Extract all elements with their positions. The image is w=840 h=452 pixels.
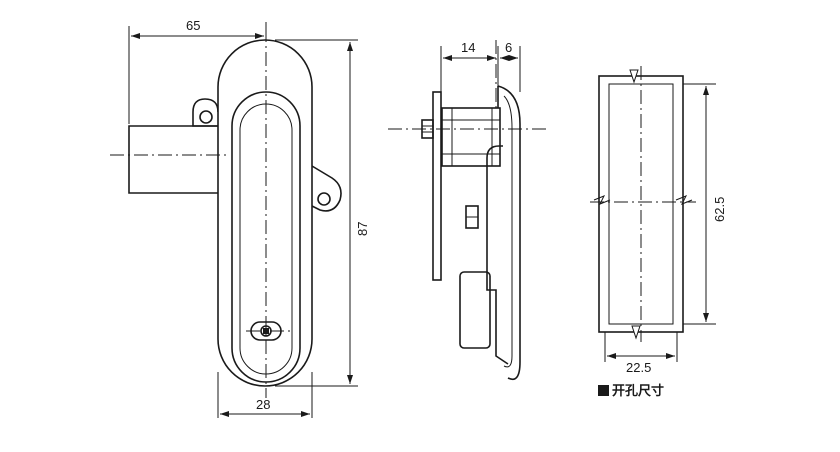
side-view bbox=[388, 40, 550, 381]
dim-handle-width: 28 bbox=[256, 397, 270, 412]
mount-hole-lower bbox=[317, 192, 331, 206]
front-view bbox=[110, 28, 342, 398]
dim-overall-width: 65 bbox=[186, 18, 200, 33]
dim-overall-height: 87 bbox=[355, 222, 370, 236]
dim-cutout-width: 22.5 bbox=[626, 360, 651, 375]
front-dimensions: 65 87 28 bbox=[128, 18, 370, 418]
mount-hole-upper bbox=[199, 110, 213, 124]
cutout-dimensions: 62.5 22.5 bbox=[604, 83, 727, 375]
cutout-caption: 开孔尺寸 bbox=[598, 383, 664, 399]
caption-text: 开孔尺寸 bbox=[612, 383, 664, 399]
panel-plate bbox=[432, 91, 442, 281]
side-dimensions: 14 6 bbox=[440, 40, 521, 92]
dim-side-body: 14 bbox=[461, 40, 475, 55]
cylinder-body bbox=[441, 107, 501, 167]
dim-cutout-height: 62.5 bbox=[712, 197, 727, 222]
square-bullet-icon bbox=[598, 385, 609, 396]
cutout-view bbox=[590, 66, 696, 342]
latch-tongue bbox=[459, 271, 491, 349]
lock-body-outer bbox=[217, 39, 313, 387]
dim-side-offset: 6 bbox=[505, 40, 512, 55]
